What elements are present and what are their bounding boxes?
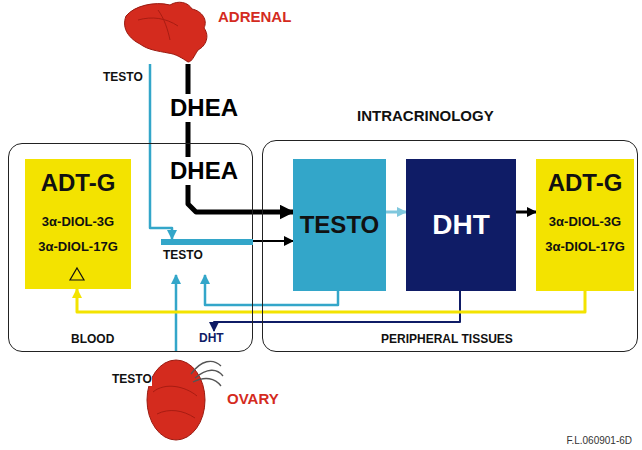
node-sublabel: PERIPHERAL TISSUES xyxy=(381,333,513,347)
node-label: INTRACRINOLOGY xyxy=(357,107,494,124)
triangle-symbol xyxy=(68,266,86,282)
testo-bar: TESTO xyxy=(161,239,253,275)
node-label: DHT xyxy=(432,209,490,241)
connector-arrow xyxy=(150,64,172,239)
node-label: ADT-G xyxy=(548,169,623,197)
dht-blood: DHT xyxy=(197,331,235,349)
node-sublabel: 3α-DIOL-3G xyxy=(42,215,114,230)
connector-arrow xyxy=(386,211,406,214)
dht-box: DHT xyxy=(406,159,516,291)
edge-label: TESTO xyxy=(103,70,143,84)
dhea-label: DHEA xyxy=(168,94,240,122)
node-sublabel: 3α-DIOL-17G xyxy=(38,240,118,255)
node-label: TESTO xyxy=(163,249,203,263)
connector-arrow xyxy=(188,64,293,212)
adrenal-gland: ADRENAL xyxy=(118,0,318,64)
node-label: DHT xyxy=(199,332,224,346)
dhea-label: DHEA xyxy=(168,157,240,185)
node-label: BLOOD xyxy=(71,333,114,347)
node-label: ADRENAL xyxy=(218,8,291,25)
edge-label: TESTO xyxy=(112,372,152,386)
node-sublabel: 3α-DIOL-17G xyxy=(545,240,625,255)
tissues-region: INTRACRINOLOGYPERIPHERAL TISSUESTESTODHT… xyxy=(262,140,638,352)
testo-pool-bar xyxy=(161,239,253,245)
ovary: OVARY xyxy=(135,352,295,447)
metabolite-box: ADT-G 3α-DIOL-3G 3α-DIOL-17G xyxy=(536,159,634,291)
connector-arrow xyxy=(253,240,293,242)
node-label: OVARY xyxy=(227,390,279,407)
connector-arrow xyxy=(77,289,585,312)
testo-box: TESTO xyxy=(293,159,386,291)
figure-code: F.L.060901-6D xyxy=(564,435,634,446)
node-sublabel: 3α-DIOL-3G xyxy=(549,215,621,230)
connector-arrow xyxy=(516,211,536,214)
node-label: ADT-G xyxy=(41,169,116,197)
node-label: TESTO xyxy=(300,211,380,239)
